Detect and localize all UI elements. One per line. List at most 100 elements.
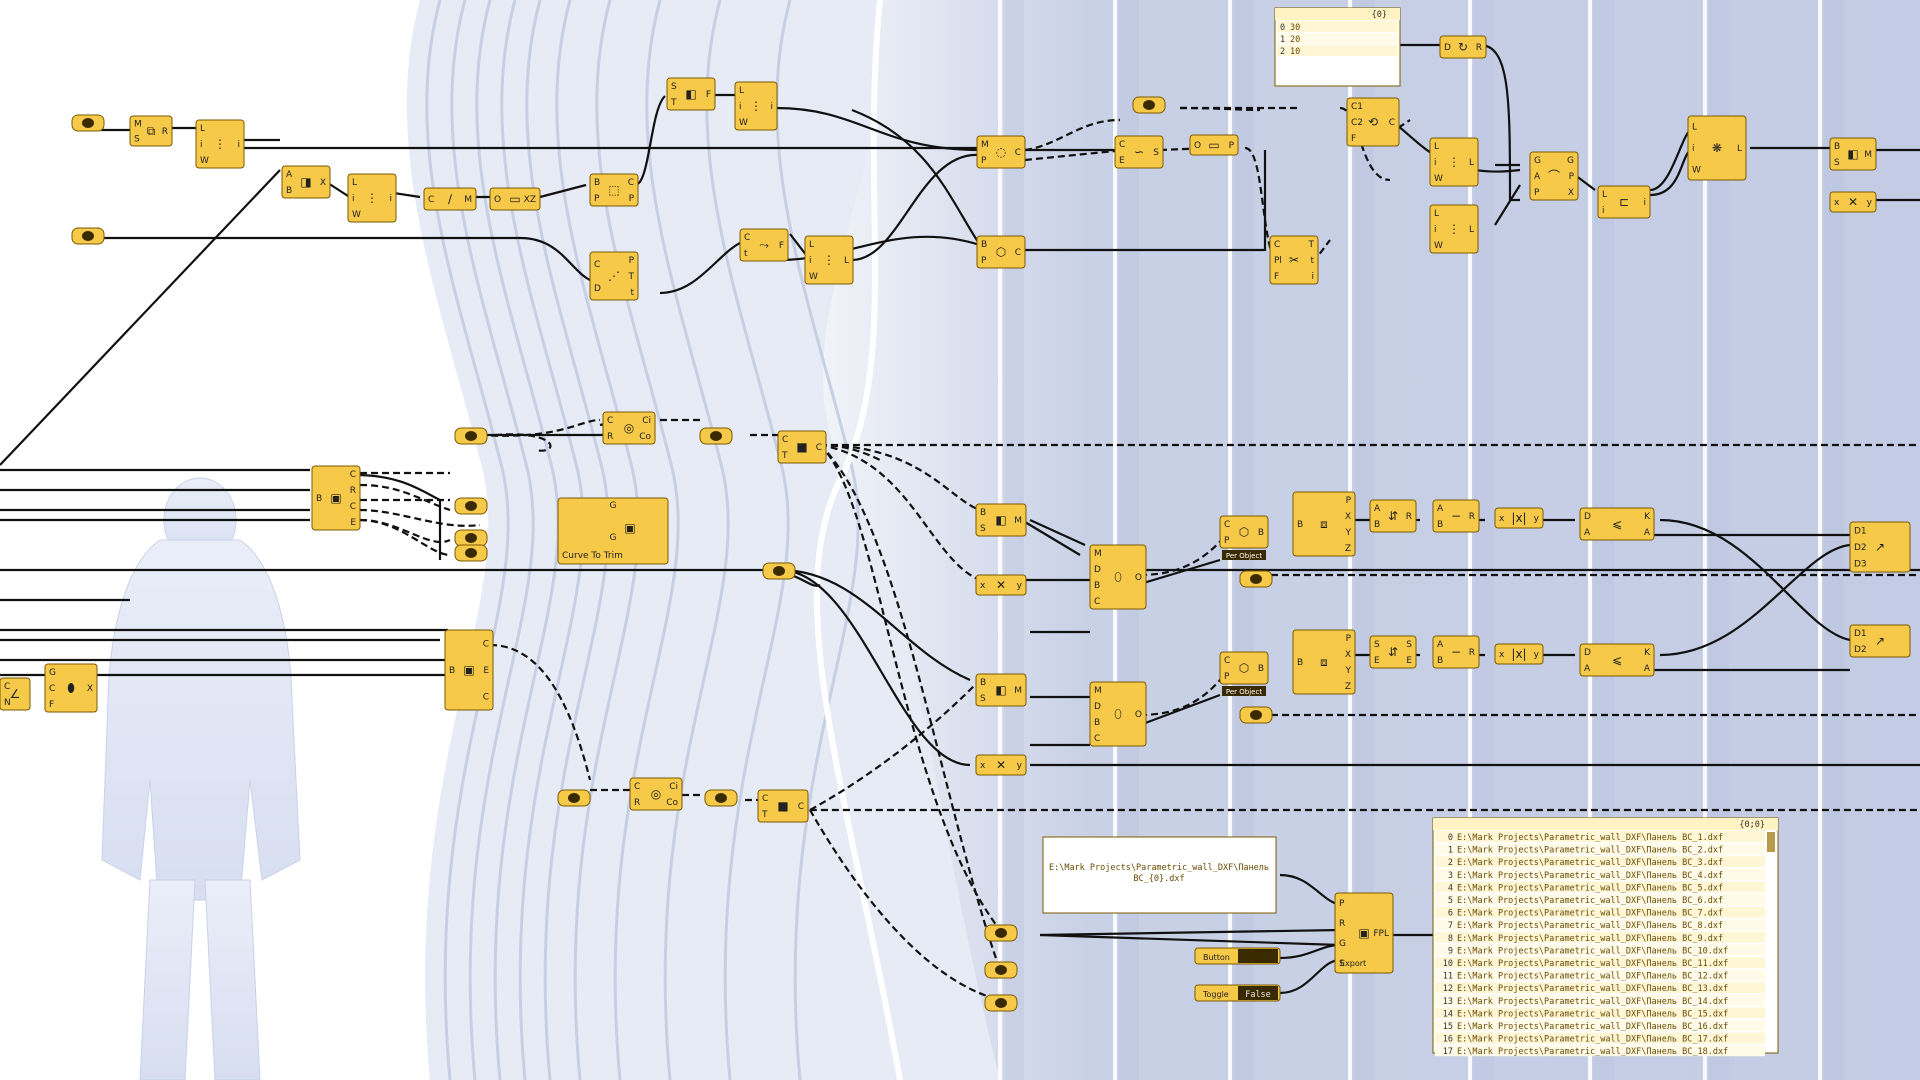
param-capsule-7[interactable] [454,544,488,562]
input-port-label: x [1834,198,1840,208]
scale-node-right[interactable]: ◧BSM [1829,137,1877,171]
param-capsule[interactable] [71,114,105,132]
toggle-component[interactable]: Toggle False [1194,984,1281,1002]
param-capsule-15[interactable] [984,961,1018,979]
button-component[interactable]: Button [1194,947,1281,965]
param-capsule-16[interactable] [984,994,1018,1012]
absolute-node-2-icon: |x| [1511,647,1526,661]
bounding-box-node-2[interactable]: ⬡CPB [1219,651,1269,685]
param-icon [1250,710,1262,720]
param-capsule-5[interactable] [454,497,488,515]
param-capsule-12[interactable] [1239,570,1273,588]
param-capsule-2[interactable] [71,227,105,245]
rectangle-node-2-icon: ■ [777,799,788,813]
output-port-label: t [630,288,634,298]
bounding-box-node-icon: ⬡ [1239,525,1249,539]
brep-node[interactable]: ⬡BPC [976,235,1026,269]
path-template-panel[interactable]: E:\Mark Projects\Parametric_wall_DXF\Пан… [1042,836,1277,914]
scale-node-2[interactable]: ◧BSM [975,673,1027,707]
list-item-node-4-icon: ⋮ [1448,155,1460,169]
input-port-label: T [761,810,768,820]
file-row-index: 7 [1448,921,1453,931]
param-capsule-11[interactable] [762,562,796,580]
input-port-label: P [981,156,987,166]
param-capsule-13[interactable] [1239,706,1273,724]
input-port-label: D2 [1854,543,1867,553]
file-list-scrollbar[interactable] [1767,832,1775,852]
file-row-index: 9 [1448,946,1453,956]
rectangle-node-icon: ■ [796,440,807,454]
subtract-node-2[interactable]: −ABR [1432,635,1480,669]
input-port-label: L [200,124,205,134]
param-capsule-10[interactable] [1132,96,1166,114]
param-capsule-3[interactable] [454,427,488,445]
output-port-label: C [1389,118,1395,128]
output-port-label: i [1643,198,1646,208]
bounding-box-node[interactable]: ⬡CPB [1219,515,1269,549]
curve-eval-node[interactable]: ⤳CtF [739,228,789,262]
merge-node-icon: ↗ [1875,540,1885,554]
curve-to-trim-node[interactable]: GG▣Curve To Trim [557,497,669,565]
scale-node[interactable]: ◧BSM [975,503,1027,537]
input-port-label: W [809,272,818,282]
surface-node[interactable]: ◧STF [666,77,716,111]
param-capsule-8[interactable] [557,789,591,807]
smaller-than-node-icon: ⩽ [1612,517,1622,531]
range-node[interactable]: ⇵ABR [1369,499,1417,533]
rectangle-node[interactable]: ■CTC [777,430,827,464]
line-sdl-node[interactable]: ∠CN [0,677,31,711]
line-node[interactable]: ∽CES [1114,135,1164,169]
input-port-label: D1 [1854,526,1867,536]
param-capsule-6[interactable] [454,529,488,547]
param-capsule-4[interactable] [699,427,733,445]
rectangle-node-2[interactable]: ■CTC [757,789,809,823]
param-capsule-9[interactable] [704,789,738,807]
toggle-label: Toggle [1202,990,1229,999]
series-node[interactable]: ⧉MSR [129,115,173,147]
flatten-node[interactable]: ⊏Lii [1597,185,1651,219]
intersect-node[interactable]: ◨ABX [281,165,331,199]
mesh-node[interactable]: ◌MPC [976,135,1026,169]
subtract-node[interactable]: −ABR [1432,499,1480,533]
param-capsule-14[interactable] [984,924,1018,942]
